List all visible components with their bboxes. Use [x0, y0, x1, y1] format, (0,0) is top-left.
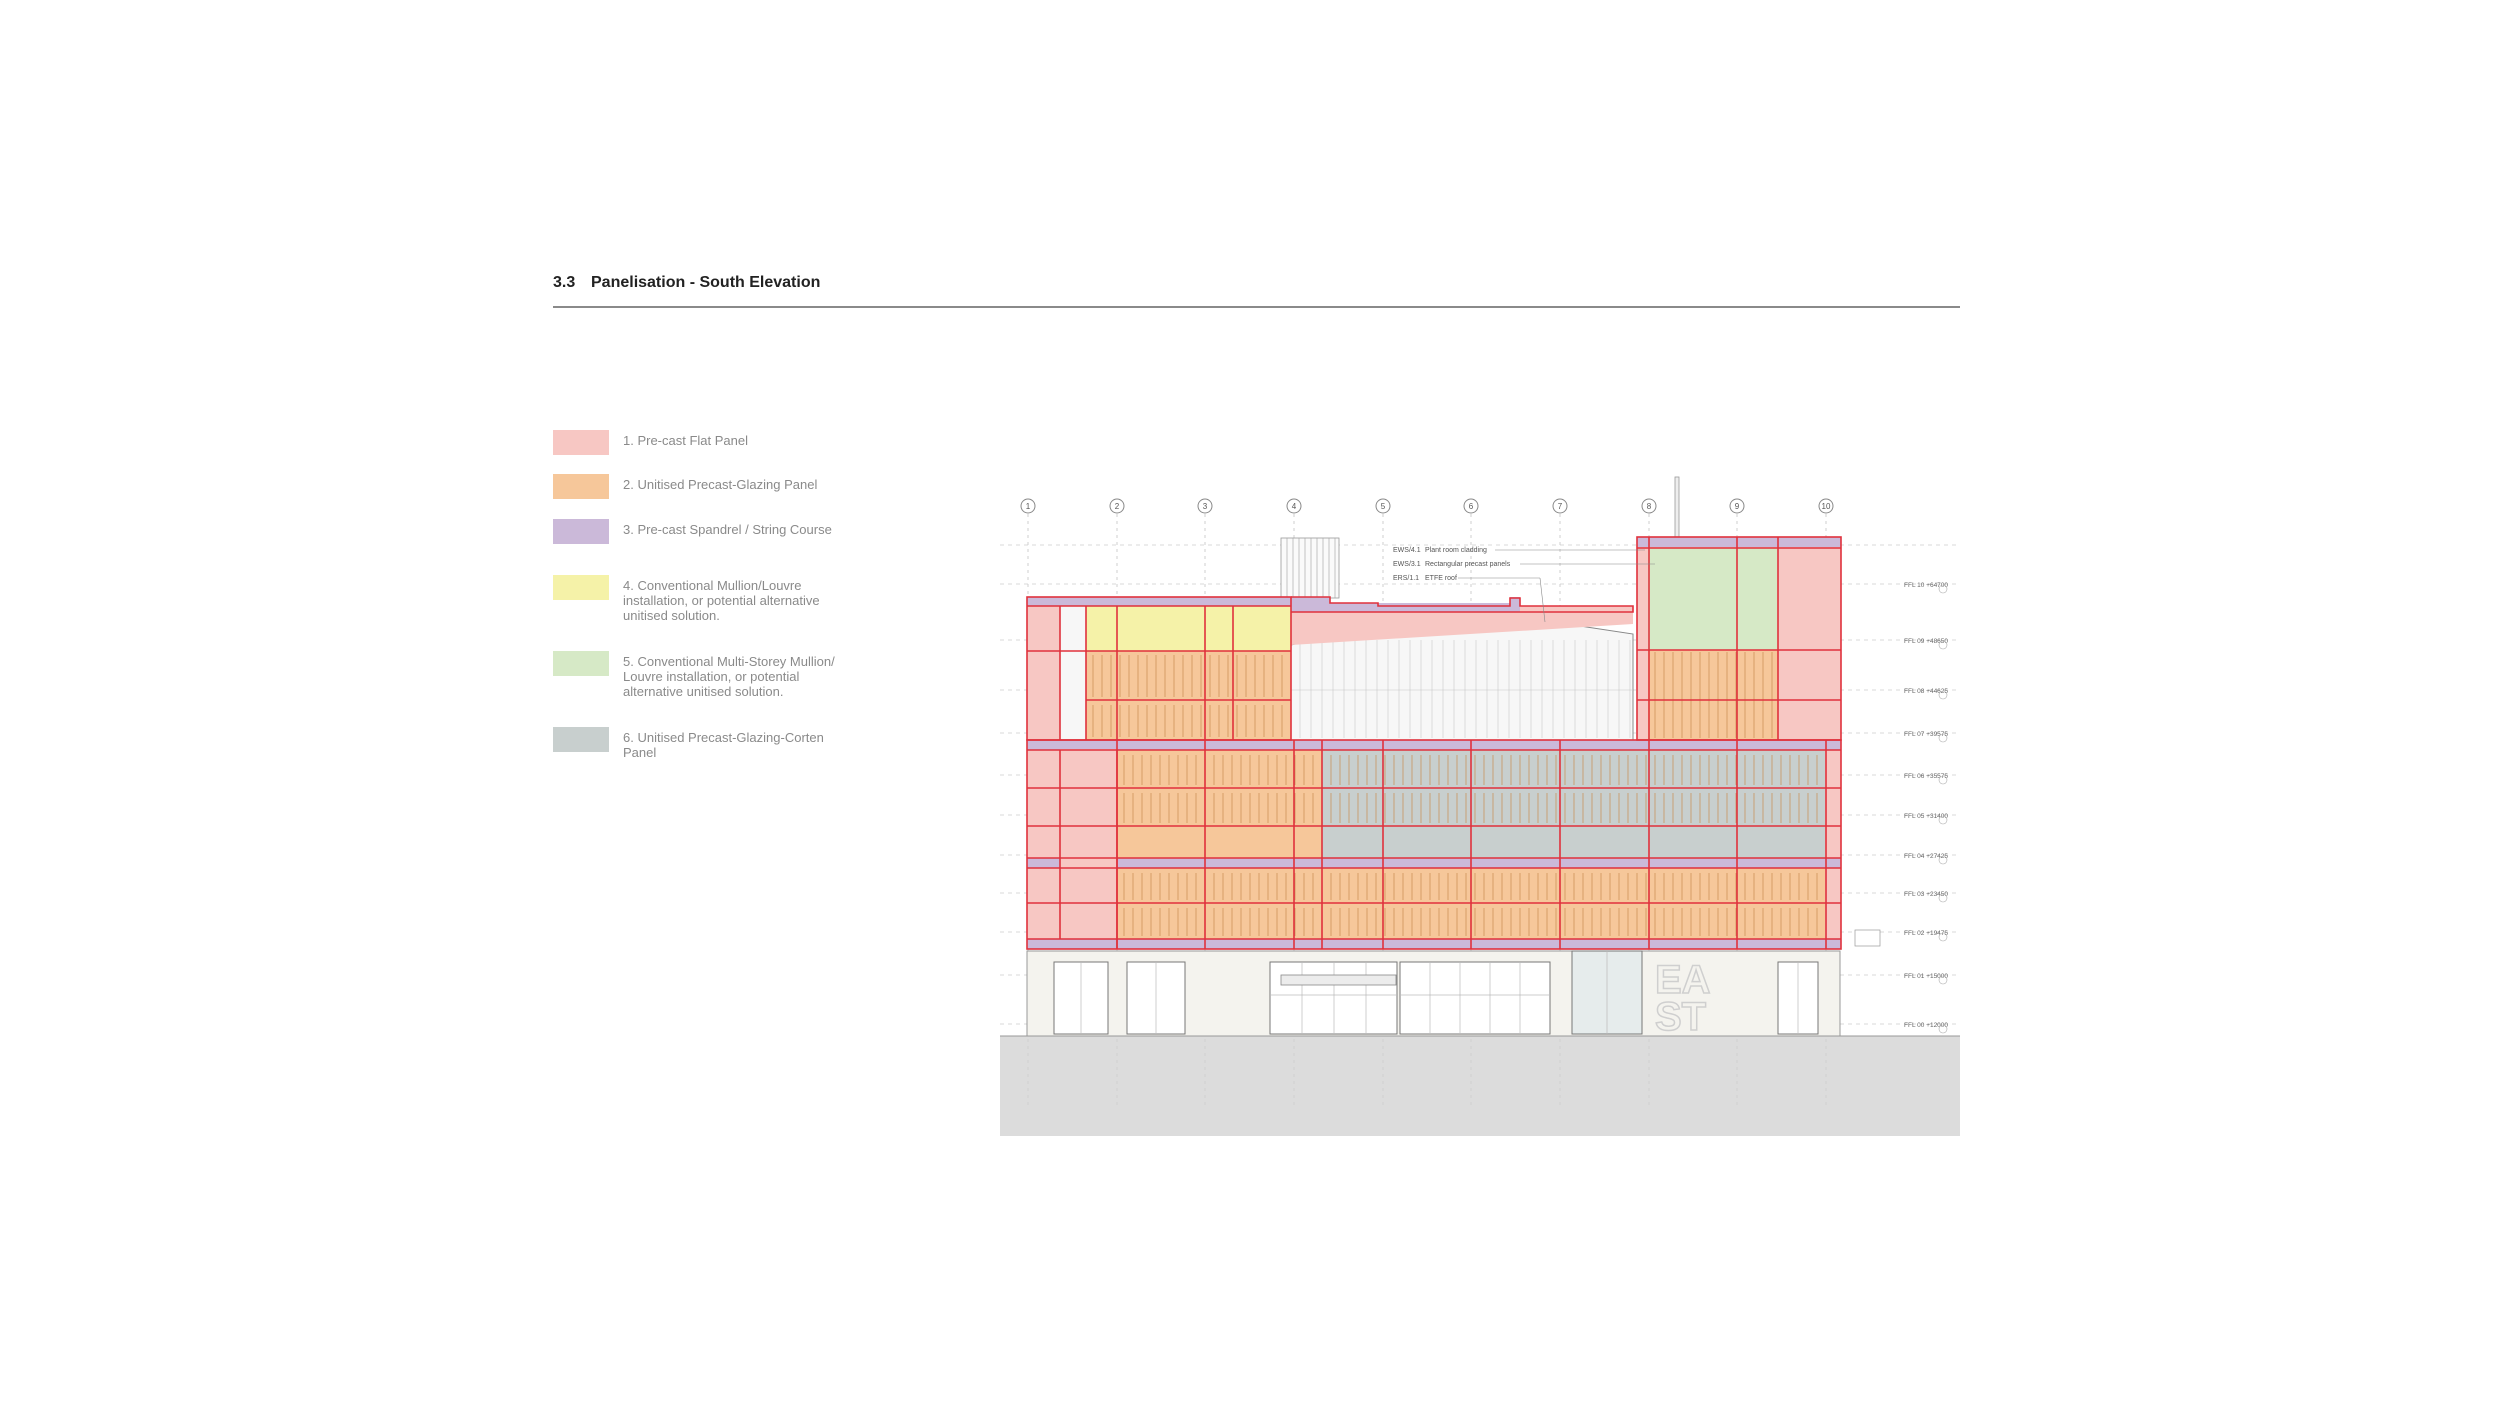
- level-label: FFL 05 +31400: [1904, 813, 1948, 820]
- legend-swatch: [553, 430, 609, 455]
- annotations: EWS/4.1 Plant room cladding EWS/3.1 Rect…: [1393, 547, 1655, 623]
- grid-label: 10: [1822, 502, 1831, 511]
- level-label: FFL 02 +19475: [1904, 930, 1948, 937]
- legend-label: 5. Conventional Multi-Storey Mullion/ Lo…: [623, 654, 835, 699]
- grid-bubble: [1286, 498, 1302, 514]
- grid-bubble: [1729, 498, 1745, 514]
- grid-bubble: [1197, 498, 1213, 514]
- annotation-code: EWS/4.1: [1393, 547, 1421, 554]
- grid-labels: 1 2 3 4 5 6 7 8 9 10: [1026, 502, 1831, 511]
- south-elevation-drawing: 1 2 3 4 5 6 7 8 9 10: [1000, 476, 1960, 1136]
- main-block: [1027, 740, 1841, 949]
- level-label: FFL 08 +44625: [1904, 688, 1948, 695]
- grid-bubble: [1463, 498, 1479, 514]
- grid-label: 8: [1647, 502, 1652, 511]
- grid-bubble: [1552, 498, 1568, 514]
- legend-swatch: [553, 651, 609, 676]
- level-label: FFL 04 +27425: [1904, 853, 1948, 860]
- signage-line-2: ST: [1655, 995, 1706, 1039]
- annotation-text: Rectangular precast panels: [1425, 561, 1511, 568]
- level-label: FFL 07 +39575: [1904, 731, 1948, 738]
- east-signage: EA ST: [1654, 957, 1711, 1040]
- grid-bubble: [1818, 498, 1834, 514]
- level-label: FFL 09 +48650: [1904, 638, 1948, 645]
- grid-label: 2: [1115, 502, 1120, 511]
- legend-swatch: [553, 575, 609, 600]
- shopfront-window: [1269, 961, 1398, 1035]
- level-markers: [1938, 584, 1948, 1034]
- plant-louvre: [1280, 537, 1340, 599]
- level-labels: FFL 10 +64700 FFL 09 +48650 FFL 08 +4462…: [1904, 582, 1948, 1029]
- signage-line-1: EA: [1655, 958, 1711, 1002]
- grid-label: 5: [1381, 502, 1386, 511]
- annotation-text: Plant room cladding: [1425, 547, 1487, 554]
- section-number: 3.3: [553, 274, 576, 291]
- annotation-code: ERS/1.1: [1393, 575, 1419, 582]
- grid-label: 6: [1469, 502, 1474, 511]
- grid-bubble: [1375, 498, 1391, 514]
- grid-label: 3: [1203, 502, 1208, 511]
- grid-label: 7: [1558, 502, 1563, 511]
- level-label: FFL 00 +12000: [1904, 1022, 1948, 1029]
- shopfront-window: [1399, 961, 1551, 1035]
- section-title: Panelisation - South Elevation: [591, 274, 821, 291]
- grid-bubbles: [1020, 498, 1834, 514]
- level-label: FFL 10 +64700: [1904, 582, 1948, 589]
- ground-floor: [1026, 950, 1841, 1037]
- grid-bubble: [1109, 498, 1125, 514]
- grid-bubble: [1641, 498, 1657, 514]
- grid-label: 9: [1735, 502, 1740, 511]
- legend-swatch: [553, 727, 609, 752]
- legend-label: 2. Unitised Precast-Glazing Panel: [623, 477, 818, 492]
- ground: [1000, 1036, 1960, 1136]
- legend-swatch: [553, 474, 609, 499]
- grid-bubble: [1020, 498, 1036, 514]
- flue-pipe: [1674, 476, 1680, 538]
- grid-label: 1: [1026, 502, 1031, 511]
- legend-swatch: [553, 519, 609, 544]
- legend-label: 6. Unitised Precast-Glazing-Corten Panel: [623, 730, 824, 760]
- legend-label: 3. Pre-cast Spandrel / String Course: [623, 522, 832, 537]
- panel-outlines: [1026, 536, 1842, 950]
- annotation-code: EWS/3.1: [1393, 561, 1421, 568]
- upper-right-block: [1637, 537, 1841, 740]
- level-label: FFL 06 +35575: [1904, 773, 1948, 780]
- level-label: FFL 03 +23450: [1904, 891, 1948, 898]
- grid-label: 4: [1292, 502, 1297, 511]
- annotation-text: ETFE roof: [1425, 575, 1457, 582]
- section-header: 3.3 Panelisation - South Elevation: [553, 274, 1960, 308]
- legend-label: 4. Conventional Mullion/Louvre installat…: [623, 578, 820, 623]
- level-label: FFL 01 +15000: [1904, 973, 1948, 980]
- legend-label: 1. Pre-cast Flat Panel: [623, 433, 748, 448]
- external-plant-unit: [1854, 929, 1881, 947]
- canopy: [1280, 974, 1397, 986]
